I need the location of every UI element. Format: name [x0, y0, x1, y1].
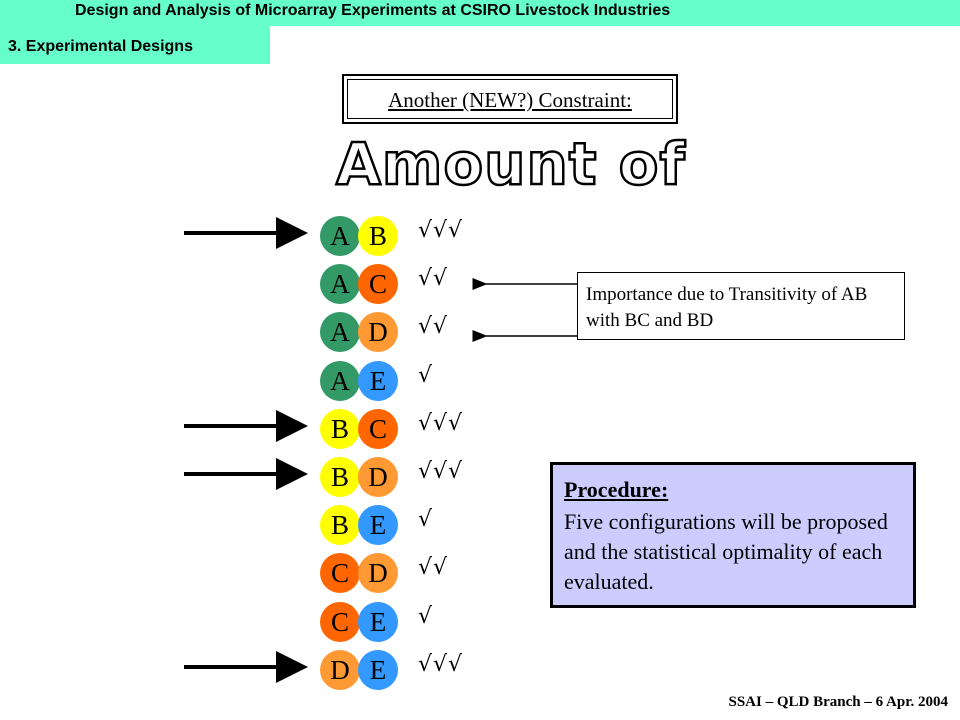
sample-circle: B — [320, 409, 360, 449]
slide-subtitle: Another (NEW?) Constraint: — [388, 88, 632, 112]
check-marks: √ — [418, 363, 434, 388]
sample-circle: D — [358, 553, 398, 593]
sample-circle: C — [358, 409, 398, 449]
transitivity-note: Importance due to Transitivity of AB wit… — [577, 272, 905, 340]
procedure-title: Procedure: — [564, 477, 669, 502]
check-marks: √√√ — [418, 652, 464, 677]
sample-circle: E — [358, 602, 398, 642]
note-text: Importance due to Transitivity of AB wit… — [586, 284, 868, 331]
check-marks: √√ — [418, 555, 449, 580]
check-marks: √ — [418, 507, 434, 532]
footer-text: SSAI – QLD Branch – 6 Apr. 2004 — [728, 694, 949, 710]
check-marks: √√√ — [418, 411, 464, 436]
sample-circle: C — [320, 553, 360, 593]
sample-circle: A — [320, 216, 360, 256]
sample-circle: D — [320, 650, 360, 690]
check-marks: √√ — [418, 266, 449, 291]
check-marks: √ — [418, 604, 434, 629]
header-banner: Design and Analysis of Microarray Experi… — [0, 0, 960, 26]
slide-title-text: Amount of RNA — [336, 130, 700, 194]
section-tab: 3. Experimental Designs — [0, 26, 270, 64]
sample-circle: A — [320, 264, 360, 304]
subtitle-box: Another (NEW?) Constraint: — [342, 74, 678, 124]
sample-circle: E — [358, 505, 398, 545]
sample-circle: B — [320, 457, 360, 497]
section-label: 3. Experimental Designs — [8, 38, 193, 55]
slide-title: Amount of RNA — [335, 130, 700, 194]
sample-circle: A — [320, 312, 360, 352]
procedure-body: Five configurations will be proposed and… — [564, 509, 888, 594]
sample-circle: B — [320, 505, 360, 545]
sample-circle: E — [358, 361, 398, 401]
sample-circle: C — [320, 602, 360, 642]
sample-circle: D — [358, 312, 398, 352]
sample-circle: E — [358, 650, 398, 690]
sample-circle: B — [358, 216, 398, 256]
procedure-box: Procedure: Five configurations will be p… — [550, 462, 916, 608]
sample-circle: D — [358, 457, 398, 497]
banner-title: Design and Analysis of Microarray Experi… — [75, 2, 671, 19]
check-marks: √√ — [418, 314, 449, 339]
check-marks: √√√ — [418, 218, 464, 243]
sample-circle: A — [320, 361, 360, 401]
sample-circle: C — [358, 264, 398, 304]
check-marks: √√√ — [418, 459, 464, 484]
